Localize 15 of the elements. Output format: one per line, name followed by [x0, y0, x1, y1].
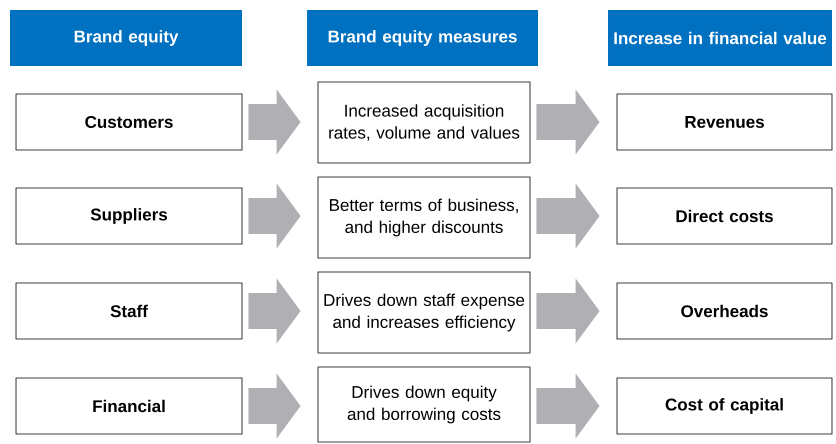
measure-box: Better terms of business, and higher discounts: [318, 176, 530, 258]
label-box: Revenues: [616, 94, 832, 150]
measure-box: Drives down equity and borrowing costs: [318, 366, 530, 442]
label-box: Cost of capital: [616, 378, 832, 434]
label-box: Financial: [16, 378, 242, 434]
header-box: Brand equity: [10, 10, 242, 66]
label-box: Direct costs: [616, 188, 832, 244]
label-box: Customers: [16, 94, 242, 150]
label-box: Suppliers: [16, 188, 242, 244]
measure-box: Drives down staff expense and increases efficiency: [318, 272, 530, 354]
header-box: Increase in financial value: [608, 10, 832, 66]
label-box: Overheads: [616, 282, 832, 340]
measure-box: Increased acquisition rates, volume and values: [318, 82, 530, 164]
header-box: Brand equity measures: [307, 10, 538, 66]
label-box: Staff: [16, 282, 242, 340]
